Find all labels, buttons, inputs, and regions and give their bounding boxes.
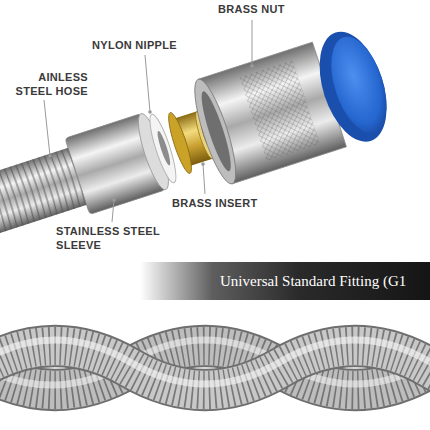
part-label: STAINLESS STEEL SLEEVE <box>56 224 178 252</box>
nut-opening <box>197 89 236 173</box>
nut-end <box>187 76 244 188</box>
blue-cap <box>321 30 398 140</box>
twisted-hose <box>0 340 430 390</box>
nut-knurl <box>240 60 320 161</box>
blue-cap-rim <box>307 23 399 150</box>
part-label: BRASS INSERT <box>172 196 258 210</box>
insert-flange <box>164 111 195 176</box>
leader-lines <box>44 20 254 222</box>
part-label: BRASS NUT <box>218 2 285 16</box>
nipple-hole <box>155 130 172 166</box>
part-label: NYLON NIPPLE <box>92 38 177 52</box>
part-label: AINLESS STEEL HOSE <box>2 70 88 98</box>
banner-text: Universal Standard Fitting (G1 <box>220 273 406 290</box>
title-banner: Universal Standard Fitting (G1 <box>140 262 430 300</box>
